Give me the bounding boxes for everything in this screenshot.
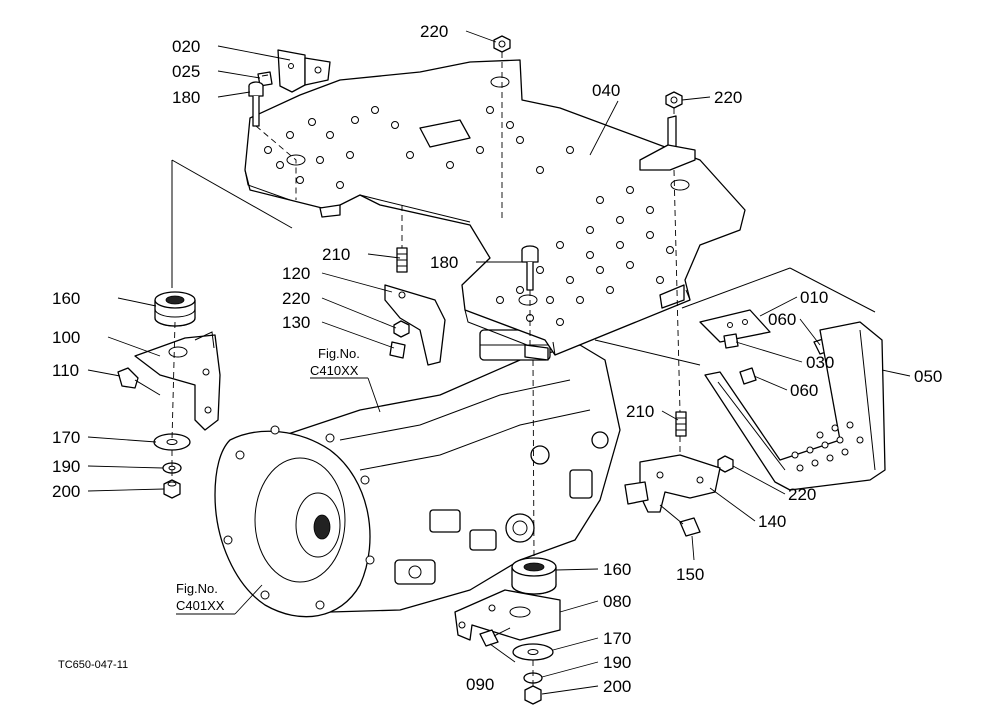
leader-lines <box>87 30 911 695</box>
callout-150: 150 <box>676 565 704 584</box>
callout-060-upper: 060 <box>768 310 796 329</box>
callout-100: 100 <box>52 328 80 347</box>
fig-ref-c401-line2: C401XX <box>176 598 225 613</box>
callout-020: 020 <box>172 37 200 56</box>
callout-130: 130 <box>282 313 310 332</box>
bracket-140 <box>624 454 721 513</box>
fig-ref-c410-line1: Fig.No. <box>318 346 360 361</box>
bolt-060-lower <box>739 367 757 385</box>
assembly-centerlines <box>171 52 681 686</box>
bracket-080 <box>454 589 561 641</box>
fig-ref-c410-line2: C410XX <box>310 363 359 378</box>
bolt-150 <box>659 504 701 537</box>
callout-210-upper: 210 <box>322 245 350 264</box>
bolt-130 <box>389 341 406 359</box>
stud-210-lower <box>675 411 687 437</box>
step-plate <box>244 59 746 361</box>
callout-040: 040 <box>592 81 620 100</box>
bolt-180-left <box>248 81 264 127</box>
callout-190-left: 190 <box>52 457 80 476</box>
fig-ref-c401-line1: Fig.No. <box>176 581 218 596</box>
callout-220-mid: 220 <box>282 289 310 308</box>
bracket-100 <box>134 331 221 431</box>
nut-200-bottom <box>524 685 542 705</box>
step-050 <box>704 321 886 491</box>
callout-220-right: 220 <box>714 88 742 107</box>
callout-080: 080 <box>603 592 631 611</box>
callout-050: 050 <box>914 367 942 386</box>
callout-200-bottom: 200 <box>603 677 631 696</box>
nut-220-mid <box>393 320 410 338</box>
reference-lines <box>171 159 876 366</box>
callout-110: 110 <box>52 361 79 380</box>
callout-030: 030 <box>806 353 834 372</box>
callout-120: 120 <box>282 264 310 283</box>
nut-220-top <box>493 35 511 53</box>
step-050-holes <box>791 421 864 472</box>
bolt-090 <box>479 627 511 647</box>
transmission-housing <box>214 329 621 618</box>
bracket-120 <box>384 284 446 366</box>
bolt-030 <box>723 333 739 349</box>
callout-090: 090 <box>466 675 494 694</box>
callout-180-mid: 180 <box>430 253 458 272</box>
callout-160-left: 160 <box>52 289 80 308</box>
callout-220-top: 220 <box>420 22 448 41</box>
callout-140: 140 <box>758 512 786 531</box>
callout-170-left: 170 <box>52 428 80 447</box>
bolt-110 <box>117 367 161 396</box>
callout-220-lower: 220 <box>788 485 816 504</box>
washer-170-bottom <box>512 643 554 661</box>
rod-bracket <box>639 115 696 171</box>
callout-025: 025 <box>172 62 200 81</box>
callout-160-bottom: 160 <box>603 560 631 579</box>
callout-010: 010 <box>800 288 828 307</box>
callout-210-lower: 210 <box>626 402 654 421</box>
stud-210-upper <box>396 247 408 273</box>
nut-220-right <box>665 91 683 109</box>
callout-190-bottom: 190 <box>603 653 631 672</box>
figure-references: Fig.No. C410XX Fig.No. C401XX <box>176 346 368 615</box>
rubber-mount-160-left <box>154 291 196 327</box>
bracket-010 <box>699 309 771 343</box>
callout-200-left: 200 <box>52 482 80 501</box>
plate-holes <box>264 106 674 326</box>
callout-170-bottom: 170 <box>603 629 631 648</box>
callout-060-lower: 060 <box>790 381 818 400</box>
drawing-code: TC650-047-11 <box>58 659 128 671</box>
callout-labels: 020 025 180 220 040 220 210 180 120 220 … <box>52 22 942 696</box>
callout-180-left: 180 <box>172 88 200 107</box>
nut-200-left <box>163 479 181 499</box>
rubber-mount-160-bottom <box>511 557 557 595</box>
bracket-020 <box>277 49 331 93</box>
